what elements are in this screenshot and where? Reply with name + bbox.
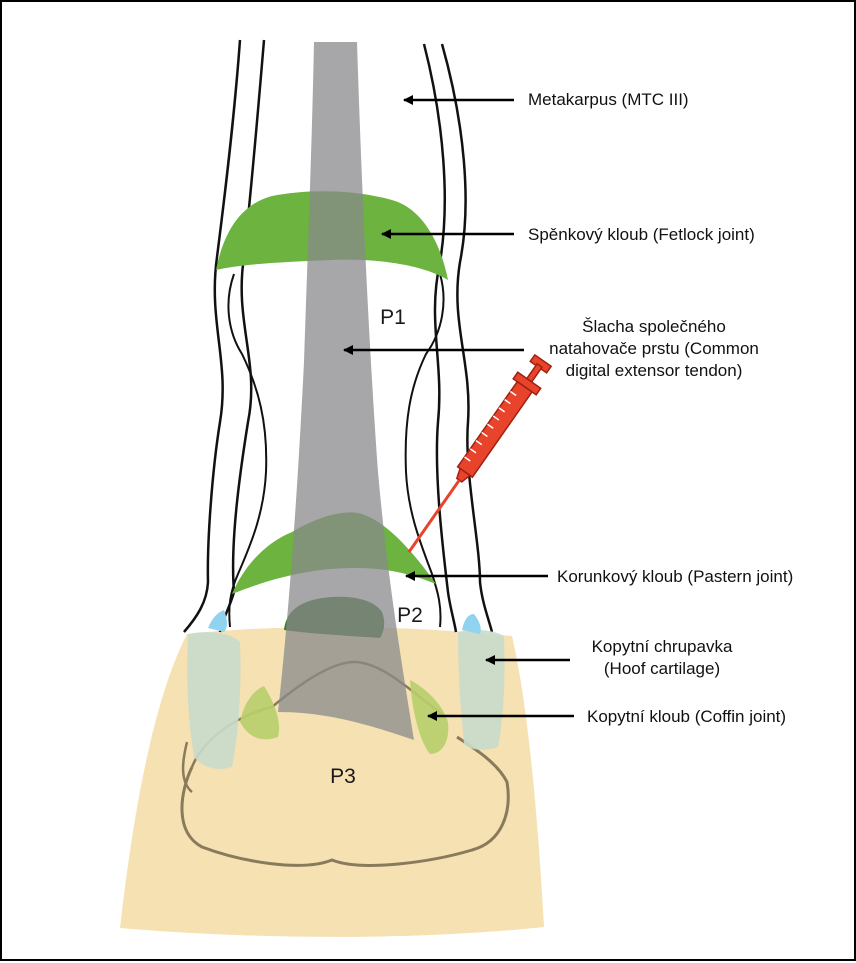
skin-outline-right-inner — [424, 44, 456, 632]
tendon-label: Šlacha společného natahovače prstu (Comm… — [549, 316, 759, 382]
hoof-cartilage-label-line2: (Hoof cartilage) — [592, 658, 733, 680]
skin-outline-left-outer — [184, 40, 240, 632]
tendon-label-line1: Šlacha společného — [549, 316, 759, 338]
hoof-cartilage-right — [458, 630, 505, 750]
p3-label: P3 — [330, 765, 356, 789]
fetlock-label: Spěnkový kloub (Fetlock joint) — [528, 224, 755, 246]
hoof-cartilage-left — [187, 632, 240, 769]
hoof-cartilage-label: Kopytní chrupavka (Hoof cartilage) — [592, 636, 733, 680]
skin-outline-right-outer — [442, 44, 492, 632]
skin-outline-left-inner — [220, 40, 264, 632]
p2-label: P2 — [397, 604, 423, 628]
metacarpus-label: Metakarpus (MTC III) — [528, 89, 689, 111]
p1-label: P1 — [380, 306, 406, 330]
extensor-tendon — [278, 42, 414, 740]
tendon-label-line2: natahovače prstu (Common — [549, 338, 759, 360]
coffin-label: Kopytní kloub (Coffin joint) — [587, 706, 786, 728]
pastern-label: Korunkový kloub (Pastern joint) — [557, 566, 793, 588]
cartilage-tip-left — [208, 610, 227, 632]
tendon-label-line3: digital extensor tendon) — [549, 360, 759, 382]
hoof-cartilage-label-line1: Kopytní chrupavka — [592, 636, 733, 658]
